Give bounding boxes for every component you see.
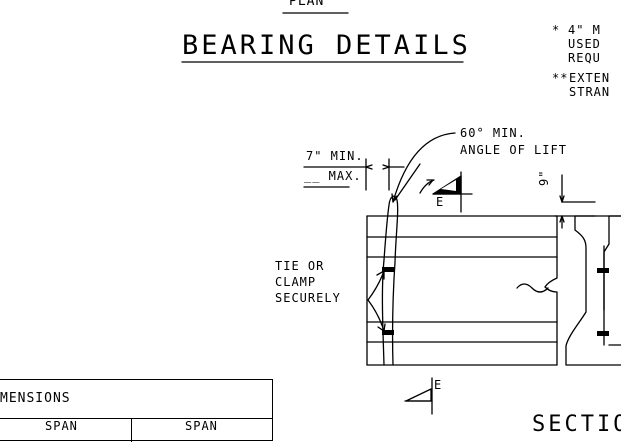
lift-angle-label-2: ANGLE OF LIFT: [460, 143, 567, 157]
table-col-2-header: SPAN: [185, 419, 218, 433]
lift-angle-lines: [391, 132, 456, 203]
table-column-divider: [131, 418, 132, 442]
table-col-1-header: SPAN: [45, 419, 78, 433]
section-cut-top: [432, 171, 473, 213]
note-1-marker: *: [552, 23, 561, 37]
tie-note-line-1: TIE OR: [275, 259, 325, 273]
note-2-line-2: STRAN: [569, 85, 611, 99]
note-2-line-1: EXTEN: [569, 71, 611, 85]
section-label: SECTION: [532, 412, 621, 437]
note-1-line-1: 4" M: [568, 23, 601, 37]
lifting-strand: [381, 195, 399, 366]
table-header-divider: [0, 418, 272, 419]
tie-leaders: [367, 270, 386, 332]
section-cut-top-letter: E: [436, 195, 445, 209]
nine-inch-label: 9": [537, 169, 551, 186]
lift-angle-label-1: 60° MIN.: [460, 126, 526, 140]
tie-note-line-2: CLAMP: [275, 275, 317, 289]
table-header: MENSIONS: [0, 391, 71, 406]
girder-section: [565, 215, 621, 366]
note-1-line-2: USED: [568, 37, 601, 51]
dimensions-table: MENSIONS SPAN SPAN: [0, 379, 273, 442]
girder-elevation: [366, 215, 558, 366]
note-2-marker: **: [552, 71, 569, 85]
min-dimension-label: 7" MIN.: [306, 149, 364, 163]
min-dimension-lines: [303, 158, 405, 191]
section-cut-bottom: [404, 377, 433, 415]
plan-label: PLAN: [289, 0, 325, 9]
note-1-line-3: REQU: [568, 51, 601, 65]
tie-note-line-3: SECURELY: [275, 291, 341, 305]
max-dimension-label: __ MAX.: [304, 169, 362, 183]
section-cut-bottom-letter: E: [434, 378, 443, 392]
drawing-title: BEARING DETAILS: [182, 30, 471, 61]
